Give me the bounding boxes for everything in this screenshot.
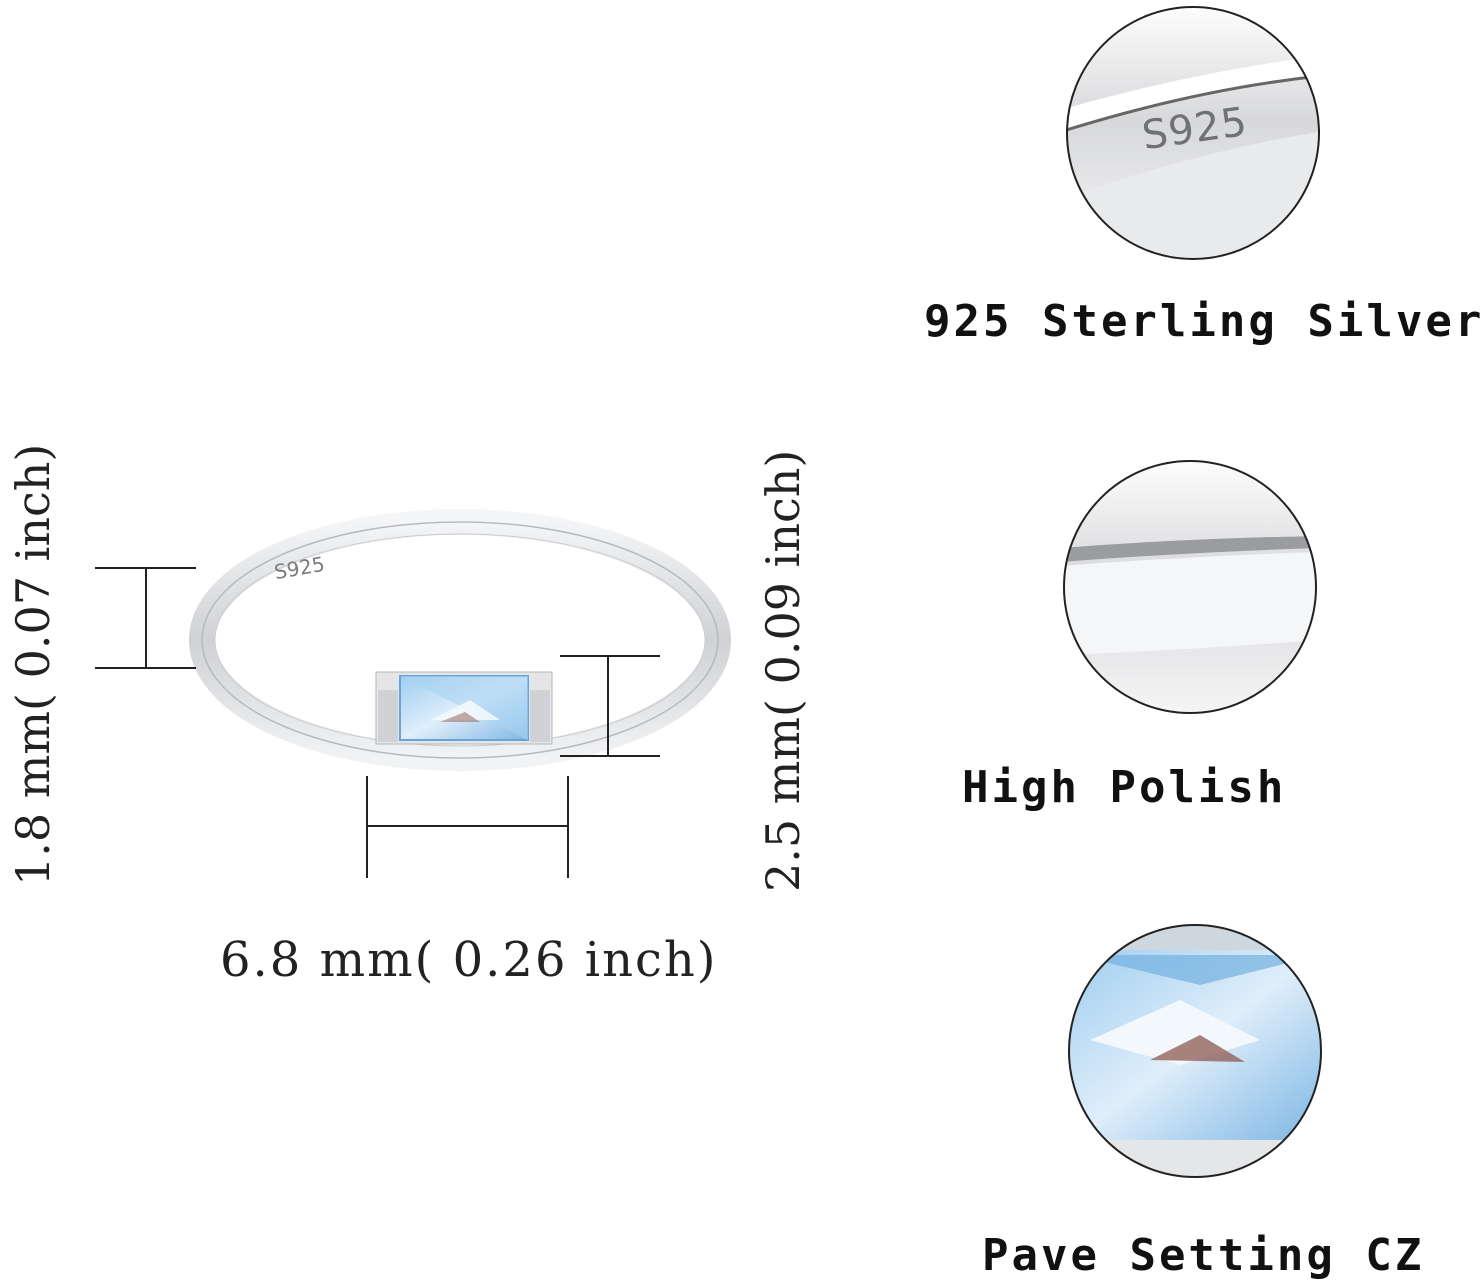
stone-height-dimension-lines bbox=[560, 655, 660, 757]
ring-band bbox=[189, 509, 731, 771]
band-width-label: 1.8 mm( 0.07 inch) bbox=[6, 443, 60, 886]
band-width-dimension-lines bbox=[95, 567, 196, 669]
stone-length-label: 6.8 mm( 0.26 inch) bbox=[220, 932, 718, 988]
detail-circle-silver bbox=[1066, 6, 1320, 260]
feature-label-polish: High Polish bbox=[962, 762, 1287, 813]
stone-length-dimension-lines bbox=[366, 776, 569, 878]
stone-height-label: 2.5 mm( 0.09 inch) bbox=[756, 449, 810, 892]
stone-setting bbox=[375, 671, 553, 745]
feature-label-silver: 925 Sterling Silver bbox=[924, 296, 1484, 347]
detail-circle-stone bbox=[1068, 924, 1322, 1178]
detail-circle-polish bbox=[1063, 460, 1317, 714]
feature-label-cz: Pave Setting CZ bbox=[982, 1230, 1425, 1281]
